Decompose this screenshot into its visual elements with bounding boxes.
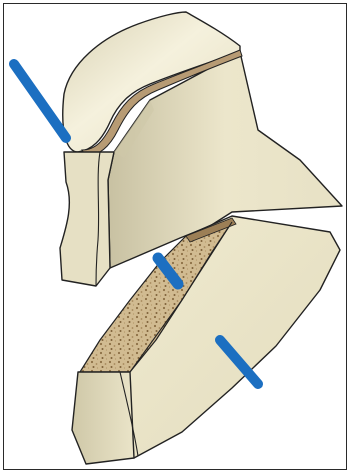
k-wire-pin-upper: [14, 64, 66, 138]
lower-fragment-end-face: [72, 372, 134, 464]
upper-fragment-end-face: [60, 152, 114, 286]
